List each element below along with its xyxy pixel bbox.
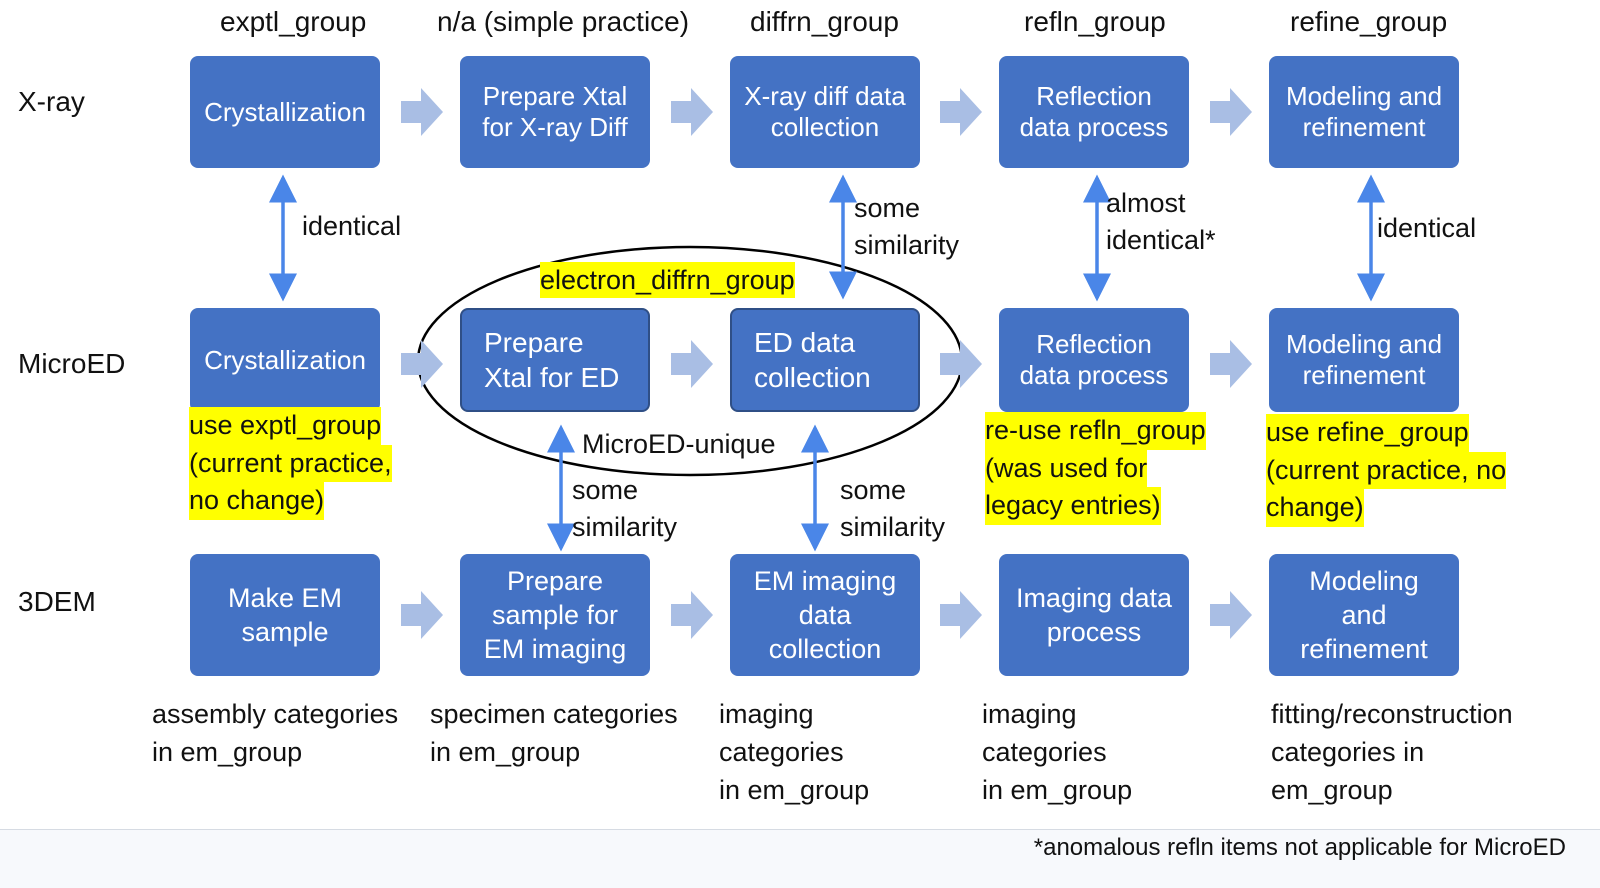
flow-arrow-em-1 <box>401 591 443 639</box>
em-box-modeling: Modeling and refinement <box>1269 554 1459 676</box>
header-refine-group: refine_group <box>1290 6 1448 37</box>
xray-box-prepare-xtal: Prepare Xtal for X-ray Diff <box>460 56 650 168</box>
connector-label-some-similarity-top: some similarity <box>854 193 959 260</box>
header-na-simple-practice: n/a (simple practice) <box>437 6 690 37</box>
note-refln-group: re-use refln_group (was used for legacy … <box>985 412 1206 525</box>
bottom-note-specimen: specimen categories in em_group <box>430 699 678 767</box>
note-refine-group: use refine_group (current practice, no c… <box>1266 414 1507 527</box>
xray-box-modeling: Modeling and refinement <box>1269 56 1459 168</box>
connector-label-identical-2: identical <box>1377 213 1477 243</box>
header-refln-group: refln_group <box>1024 6 1166 37</box>
connector-label-some-similarity-collection: some similarity <box>840 475 945 542</box>
xray-box-reflection-process: Reflection data process <box>999 56 1189 168</box>
note-exptl-group: use exptl_group (current practice, no ch… <box>189 407 392 520</box>
xray-box-crystallization: Crystallization <box>190 56 380 168</box>
flow-arrow-em-4 <box>1210 591 1252 639</box>
em-box-imaging-process: Imaging data process <box>999 554 1189 676</box>
header-diffrn-group: diffrn_group <box>750 6 899 37</box>
xray-box-data-collection: X-ray diff data collection <box>730 56 920 168</box>
microed-box-reflection-process: Reflection data process <box>999 308 1189 412</box>
flow-arrow-xray-1 <box>401 88 443 136</box>
header-exptl-group: exptl_group <box>220 6 367 37</box>
flow-arrow-microed-2 <box>671 340 713 388</box>
bottom-note-imaging-1: imaging categories in em_group <box>719 699 870 805</box>
footer-bar <box>0 829 1600 888</box>
bottom-note-fitting: fitting/reconstruction categories in em_… <box>1271 699 1513 805</box>
microed-box-crystallization: Crystallization <box>190 308 380 412</box>
flow-arrow-em-2 <box>671 591 713 639</box>
flow-arrow-xray-4 <box>1210 88 1252 136</box>
bottom-note-imaging-2: imaging categories in em_group <box>982 699 1133 805</box>
em-box-make-sample: Make EM sample <box>190 554 380 676</box>
microed-box-modeling: Modeling and refinement <box>1269 308 1459 412</box>
em-box-prepare-sample: Prepare sample for EM imaging <box>460 554 650 676</box>
em-box-imaging-collection: EM imaging data collection <box>730 554 920 676</box>
row-label-xray: X-ray <box>18 86 85 117</box>
footnote: *anomalous refln items not applicable fo… <box>1033 834 1566 861</box>
flow-arrow-xray-3 <box>940 88 982 136</box>
electron-diffrn-group-label: electron_diffrn_group <box>540 262 795 298</box>
flow-arrow-microed-1 <box>401 340 443 388</box>
microed-box-prepare-xtal: Prepare Xtal for ED <box>460 308 650 412</box>
row-label-microed: MicroED <box>18 348 126 379</box>
connector-label-almost-identical: almost identical* <box>1106 188 1216 255</box>
flow-arrow-microed-4 <box>1210 340 1252 388</box>
flow-arrow-microed-3 <box>940 340 982 388</box>
row-label-3dem: 3DEM <box>18 586 96 617</box>
flow-arrow-em-3 <box>940 591 982 639</box>
flow-arrow-xray-2 <box>671 88 713 136</box>
microed-unique-label: MicroED-unique <box>582 429 776 459</box>
bottom-note-assembly: assembly categories in em_group <box>152 699 399 767</box>
connector-label-identical-1: identical <box>302 211 402 241</box>
microed-box-data-collection: ED data collection <box>730 308 920 412</box>
connector-label-some-similarity-prepare: some similarity <box>572 475 677 542</box>
